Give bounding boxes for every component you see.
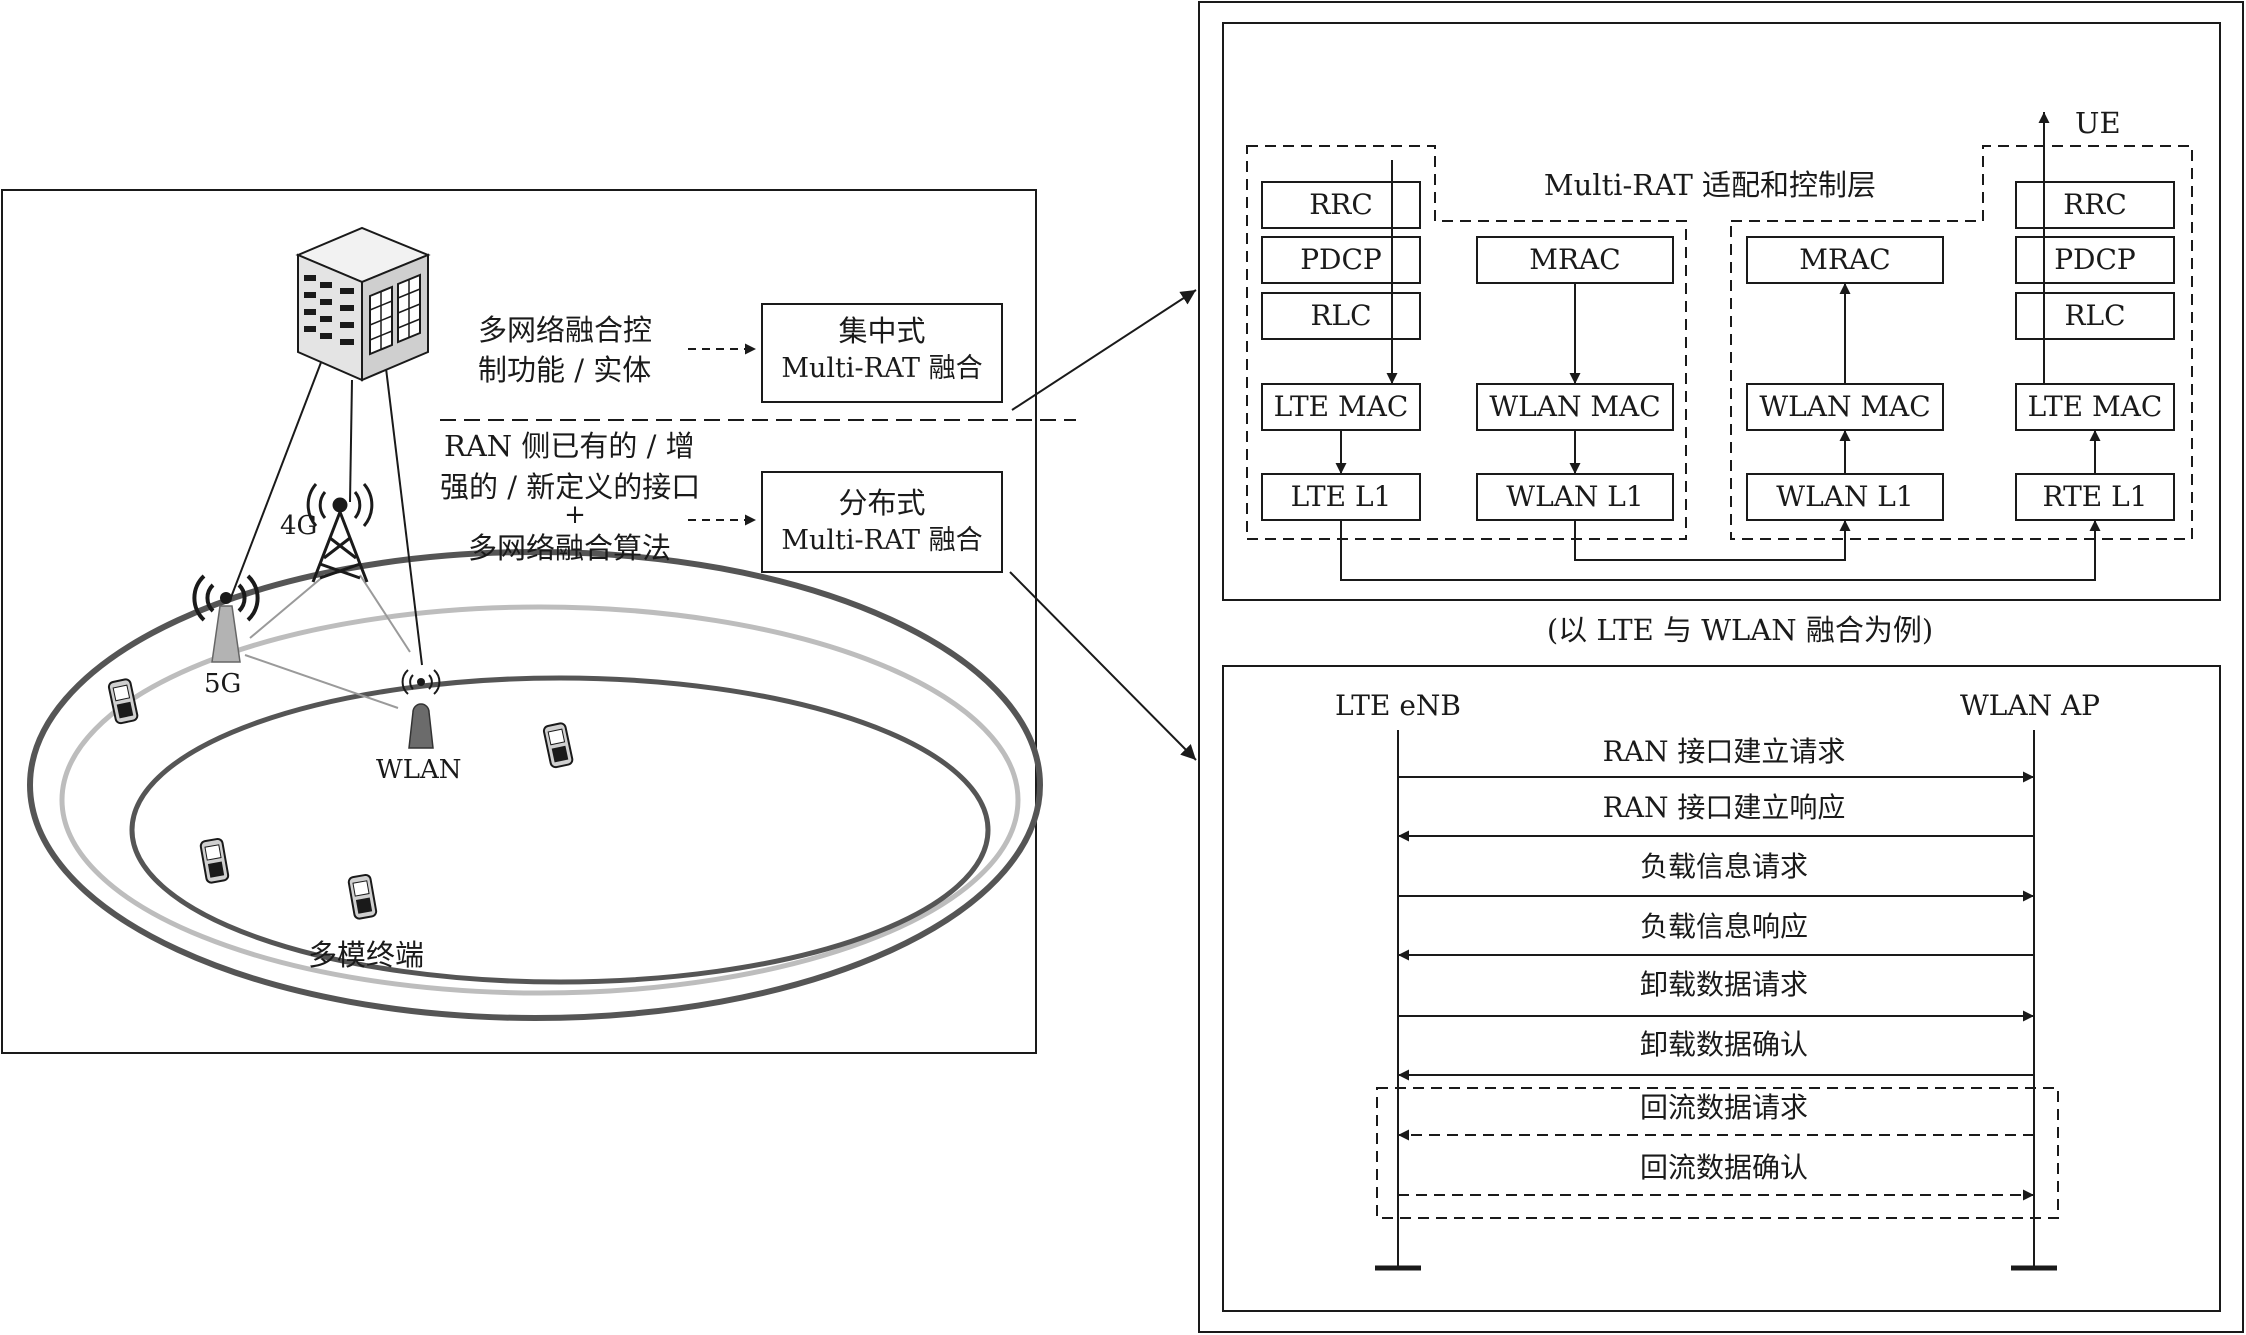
entity-wlan-ap: WLAN AP bbox=[1960, 689, 2100, 722]
adaptation-layer-title: Multi-RAT 适配和控制层 bbox=[1544, 168, 1876, 202]
adaptation-layer-left-region bbox=[1246, 145, 1687, 540]
interface-label: 强的 / 新定义的接口 bbox=[440, 470, 700, 504]
server-links bbox=[229, 351, 423, 666]
right-wlan-stack: MRAC WLAN MAC WLAN L1 bbox=[1746, 236, 1944, 521]
left-mrac-label: MRAC bbox=[1529, 243, 1620, 276]
radio-links bbox=[244, 574, 411, 709]
left-pdcp-label: PDCP bbox=[1300, 243, 1382, 276]
right-mrac-label: MRAC bbox=[1799, 243, 1890, 276]
phone-icon bbox=[542, 722, 574, 769]
left-rlc-label: RLC bbox=[1310, 299, 1371, 332]
5g-coverage-ellipse bbox=[59, 604, 1021, 996]
msg-backflow-request: 回流数据请求 bbox=[1640, 1091, 1808, 1124]
link-arrow-to-sequence bbox=[1009, 571, 1197, 761]
right-wlan-mac-label: WLAN MAC bbox=[1759, 390, 1930, 423]
left-lte-l1-label: LTE L1 bbox=[1291, 480, 1392, 513]
entity-lte-enb: LTE eNB bbox=[1335, 689, 1461, 722]
left-wlan-stack: MRAC WLAN MAC WLAN L1 bbox=[1476, 236, 1674, 521]
right-pdcp-label: PDCP bbox=[2054, 243, 2136, 276]
phone-icon bbox=[347, 873, 378, 920]
left-lte-stack: RRC PDCP RLC LTE MAC LTE L1 bbox=[1261, 160, 1421, 521]
phone-icon bbox=[199, 837, 230, 884]
left-lte-mac-label: LTE MAC bbox=[1274, 390, 1409, 423]
physical-links bbox=[1340, 520, 2101, 581]
backflow-region bbox=[1376, 1087, 2059, 1219]
msg-backflow-confirm: 回流数据确认 bbox=[1640, 1151, 1808, 1184]
link-arrow-to-stack bbox=[1011, 289, 1197, 411]
left-wlan-mac-label: WLAN MAC bbox=[1489, 390, 1660, 423]
ue-label: UE bbox=[2075, 106, 2121, 140]
msg-ran-setup-request: RAN 接口建立请求 bbox=[1603, 735, 1846, 768]
right-lte-mac-label: LTE MAC bbox=[2028, 390, 2163, 423]
right-rte-l1-label: RTE L1 bbox=[2042, 480, 2147, 513]
distributed-fusion-subtitle: Multi-RAT 融合 bbox=[781, 525, 982, 556]
macro-coverage-ellipse bbox=[27, 549, 1043, 1021]
right-rlc-label: RLC bbox=[2064, 299, 2125, 332]
msg-offload-request: 卸载数据请求 bbox=[1640, 968, 1808, 1001]
control-function-label: 多网络融合控 bbox=[478, 313, 652, 347]
interface-label: 多网络融合算法 bbox=[468, 531, 671, 565]
network-scenario-panel: 4G 5G WLAN bbox=[1, 189, 1076, 1054]
msg-offload-confirm: 卸载数据确认 bbox=[1640, 1028, 1808, 1061]
msg-load-info-response: 负载信息响应 bbox=[1640, 910, 1808, 943]
interface-label: RAN 侧已有的 / 增 bbox=[444, 429, 695, 463]
sequence-panel: LTE eNB WLAN AP RAN 接口建立请求 RAN 接口建立响应 负载… bbox=[1222, 665, 2221, 1312]
centralized-fusion-box bbox=[761, 303, 1003, 403]
centralized-fusion-title: 集中式 bbox=[838, 314, 925, 348]
control-function-label: 制功能 / 实体 bbox=[478, 353, 651, 387]
right-rrc-label: RRC bbox=[2063, 188, 2127, 221]
interface-plus: + bbox=[564, 500, 586, 530]
5g-antenna-icon bbox=[192, 574, 260, 663]
msg-load-info-request: 负载信息请求 bbox=[1640, 850, 1808, 883]
distributed-fusion-title: 分布式 bbox=[838, 486, 925, 520]
distributed-fusion-box bbox=[761, 471, 1003, 573]
stack-caption: (以 LTE 与 WLAN 融合为例) bbox=[1547, 613, 1933, 647]
server-cabinet-icon bbox=[295, 226, 431, 382]
right-wlan-l1-label: WLAN L1 bbox=[1776, 480, 1913, 513]
wlan-coverage-ellipse bbox=[129, 675, 991, 985]
label-4g: 4G bbox=[280, 511, 317, 541]
msg-ran-setup-response: RAN 接口建立响应 bbox=[1603, 791, 1846, 824]
right-lte-stack: RRC PDCP RLC LTE MAC RTE L1 bbox=[2015, 181, 2175, 521]
phone-icon bbox=[107, 678, 139, 725]
left-wlan-l1-label: WLAN L1 bbox=[1506, 480, 1643, 513]
wlan-ap-icon bbox=[401, 669, 441, 749]
4g-tower-icon bbox=[306, 483, 374, 583]
label-wlan: WLAN bbox=[376, 755, 462, 785]
protocol-stack-panel: Multi-RAT 适配和控制层 UE RRC PDCP RLC LTE MAC… bbox=[1198, 1, 2244, 1333]
left-rrc-label: RRC bbox=[1309, 188, 1373, 221]
centralized-fusion-subtitle: Multi-RAT 融合 bbox=[781, 353, 982, 384]
label-5g: 5G bbox=[204, 669, 241, 699]
terminal-label: 多模终端 bbox=[308, 938, 424, 972]
adaptation-layer-right-region bbox=[1730, 145, 2193, 540]
